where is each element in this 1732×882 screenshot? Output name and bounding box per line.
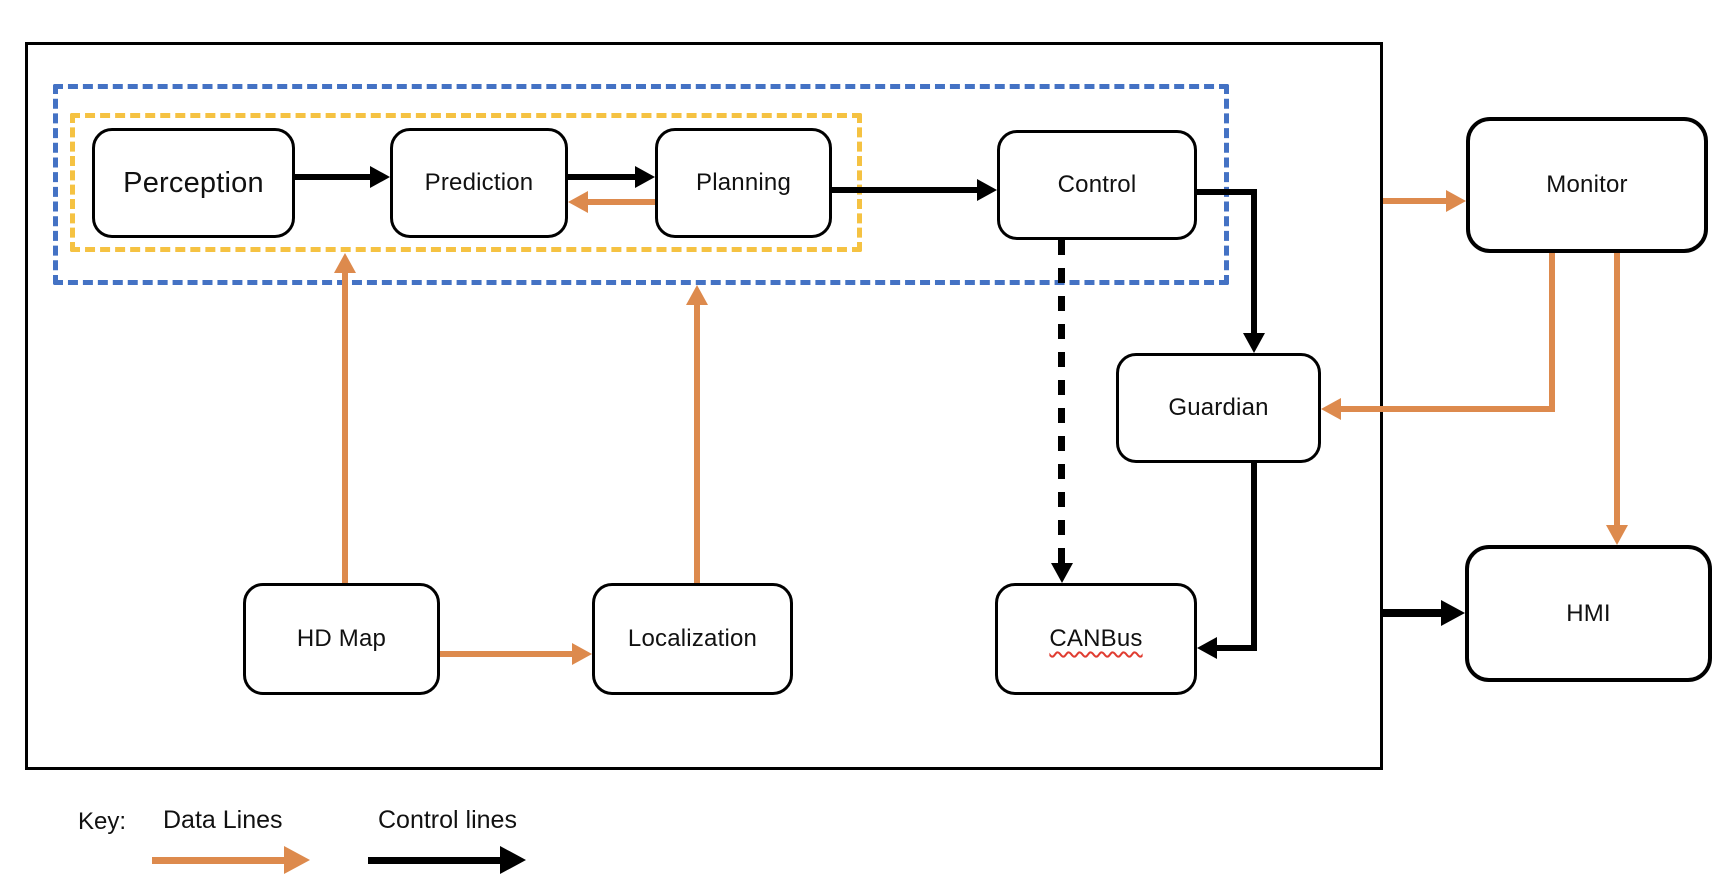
edge-control-to-canbus-dashed xyxy=(1058,240,1065,565)
edge-guardian-to-canbus-arrowhead xyxy=(1197,637,1217,659)
edge-prediction-to-planning-arrowhead xyxy=(635,166,655,188)
node-canbus: CANBus xyxy=(995,583,1197,695)
node-planning-label: Planning xyxy=(695,169,791,196)
edge-hdmap-to-localization xyxy=(440,651,572,657)
node-localization-label: Localization xyxy=(627,625,758,652)
edge-monitor-to-guardian-h xyxy=(1341,406,1555,412)
node-prediction-label: Prediction xyxy=(424,169,534,196)
node-localization: Localization xyxy=(592,583,793,695)
edge-hdmap-to-planning-group-arrowhead xyxy=(334,253,356,273)
node-perception: Perception xyxy=(92,128,295,238)
planning-group-yellow-dashed xyxy=(70,113,862,252)
edge-planning-to-prediction xyxy=(588,199,655,205)
node-monitor: Monitor xyxy=(1466,117,1708,253)
edge-control-to-guardian-h xyxy=(1197,189,1257,195)
node-hd-map-label: HD Map xyxy=(296,625,387,652)
legend-data-lines-arrowhead xyxy=(284,846,310,874)
edge-localization-to-module-group xyxy=(694,305,700,583)
edge-monitor-to-hmi-arrowhead xyxy=(1606,525,1628,545)
legend-data-lines-arrow xyxy=(152,857,284,864)
node-control-label: Control xyxy=(1057,171,1137,198)
edge-localization-to-module-group-arrowhead xyxy=(686,285,708,305)
node-hmi-label: HMI xyxy=(1566,599,1611,627)
node-hmi: HMI xyxy=(1465,545,1712,682)
edge-control-to-canbus-arrowhead xyxy=(1051,563,1073,583)
edge-guardian-to-canbus-h xyxy=(1217,645,1257,651)
legend-control-lines-arrow xyxy=(368,857,500,864)
node-monitor-label: Monitor xyxy=(1546,171,1628,198)
edge-hdmap-to-planning-group xyxy=(342,273,348,583)
legend-control-lines-arrowhead xyxy=(500,846,526,874)
edge-system-to-monitor xyxy=(1383,198,1446,204)
node-canbus-label: CANBus xyxy=(1049,625,1143,652)
edge-prediction-to-planning xyxy=(568,174,637,180)
node-guardian: Guardian xyxy=(1116,353,1321,463)
edge-system-to-hmi-arrowhead xyxy=(1441,600,1465,626)
edge-monitor-to-guardian-arrowhead xyxy=(1321,398,1341,420)
edge-monitor-to-hmi xyxy=(1614,253,1620,525)
module-group-blue-dashed xyxy=(53,84,1229,285)
edge-system-to-hmi xyxy=(1383,609,1445,617)
edge-perception-to-prediction xyxy=(295,174,372,180)
edge-system-to-monitor-arrowhead xyxy=(1446,190,1466,212)
edge-planning-to-control xyxy=(832,187,977,193)
edge-perception-to-prediction-arrowhead xyxy=(370,166,390,188)
legend-key-label: Key: xyxy=(78,808,127,835)
edge-planning-to-prediction-arrowhead xyxy=(568,191,588,213)
legend-control-lines-label: Control lines xyxy=(378,806,517,834)
edge-planning-to-control-arrowhead xyxy=(977,179,997,201)
legend-data-lines-label: Data Lines xyxy=(163,806,283,834)
node-planning: Planning xyxy=(655,128,832,238)
edge-control-to-guardian-v xyxy=(1251,189,1257,335)
edge-hdmap-to-localization-arrowhead xyxy=(572,643,592,665)
edge-monitor-to-guardian-v xyxy=(1549,253,1555,412)
node-prediction: Prediction xyxy=(390,128,568,238)
node-control: Control xyxy=(997,130,1197,240)
node-perception-label: Perception xyxy=(123,166,264,199)
node-hd-map: HD Map xyxy=(243,583,440,695)
node-guardian-label: Guardian xyxy=(1168,394,1269,421)
edge-control-to-guardian-arrowhead xyxy=(1243,333,1265,353)
edge-guardian-to-canbus-v xyxy=(1251,463,1257,651)
